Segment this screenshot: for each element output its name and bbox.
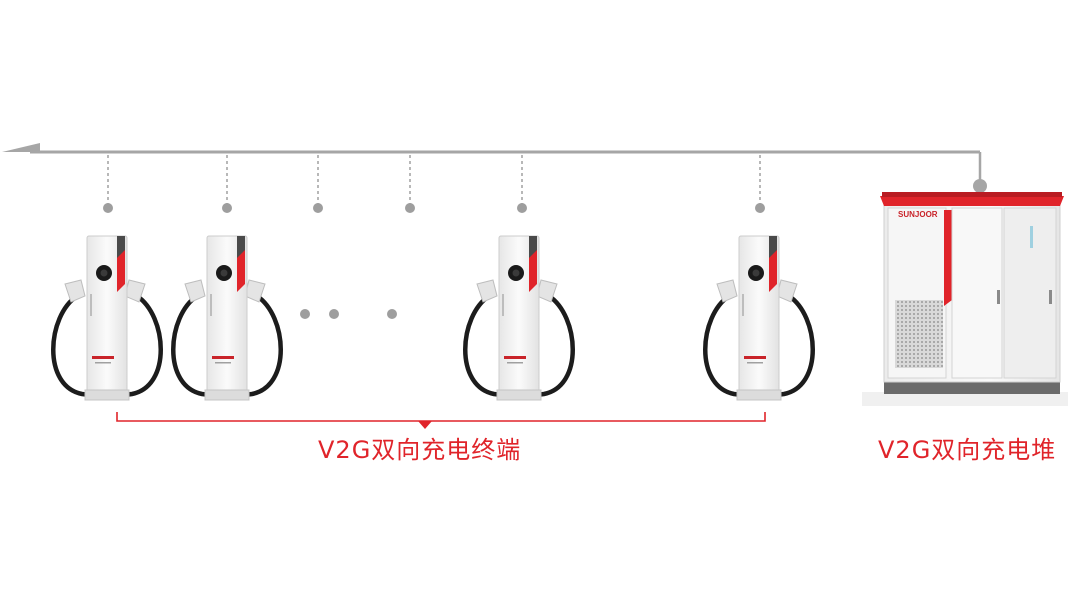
cabinet-vent <box>895 300 943 368</box>
charger-base <box>84 389 130 401</box>
power-bus <box>2 143 987 193</box>
tap-dot <box>313 203 323 213</box>
charger-plug <box>64 279 86 303</box>
charger-dark-accent <box>529 236 537 258</box>
ellipsis-dot <box>300 309 310 319</box>
cabinet-middle-door <box>951 207 1003 379</box>
charger-terminal <box>51 235 163 401</box>
charger-screen-center <box>752 269 760 277</box>
charger-logo-sub <box>95 362 111 364</box>
charger-terminal <box>171 235 283 401</box>
tap-dot <box>517 203 527 213</box>
charger-dark-accent <box>237 236 245 258</box>
ellipsis-dot <box>329 309 339 319</box>
charging-cabinet: SUNJOOR <box>862 192 1068 406</box>
charger-terminal <box>703 235 815 401</box>
charger-dark-accent <box>769 236 777 258</box>
cabinet-handle <box>997 290 1000 304</box>
tap-dot <box>405 203 415 213</box>
bus-arrow-head <box>2 143 40 152</box>
ellipsis <box>300 309 397 319</box>
charger-plug <box>716 279 738 303</box>
cabinet-roof-top <box>882 192 1062 197</box>
cabinet-red-stripe <box>944 210 952 306</box>
charger-dark-accent <box>117 236 125 258</box>
charger-holster <box>210 294 212 316</box>
terminal-bracket <box>116 412 766 429</box>
tap-dot <box>103 203 113 213</box>
charger-plug <box>476 279 498 303</box>
cabinet-roof <box>880 196 1064 206</box>
cabinet-logo: SUNJOOR <box>898 210 938 219</box>
charger-logo <box>92 356 114 359</box>
charger-holster <box>742 294 744 316</box>
tap-dot <box>755 203 765 213</box>
charger-logo <box>212 356 234 359</box>
charger-screen-center <box>100 269 108 277</box>
charger-base <box>204 389 250 401</box>
tap-lines <box>103 155 765 213</box>
ellipsis-dot <box>387 309 397 319</box>
cabinet-indicator <box>1030 226 1033 248</box>
tap-dot <box>222 203 232 213</box>
cabinet-label: V2G双向充电堆 <box>878 436 1057 464</box>
cabinet-base <box>884 380 1060 394</box>
charger-base <box>496 389 542 401</box>
charger-group <box>51 235 815 401</box>
charger-logo <box>744 356 766 359</box>
bracket-line <box>116 412 766 422</box>
charger-base <box>736 389 782 401</box>
charger-screen-center <box>512 269 520 277</box>
charger-plug <box>184 279 206 303</box>
cabinet-shadow <box>862 392 1068 406</box>
charger-logo-sub <box>215 362 231 364</box>
terminal-group-label: V2G双向充电终端 <box>318 436 522 464</box>
cabinet-connector-dot <box>973 179 987 193</box>
charger-screen-center <box>220 269 228 277</box>
charger-logo-sub <box>747 362 763 364</box>
bracket-pointer <box>418 421 432 429</box>
charger-terminal <box>463 235 575 401</box>
charger-logo-sub <box>507 362 523 364</box>
cabinet-handle <box>1049 290 1052 304</box>
charger-holster <box>90 294 92 316</box>
charger-holster <box>502 294 504 316</box>
charger-logo <box>504 356 526 359</box>
